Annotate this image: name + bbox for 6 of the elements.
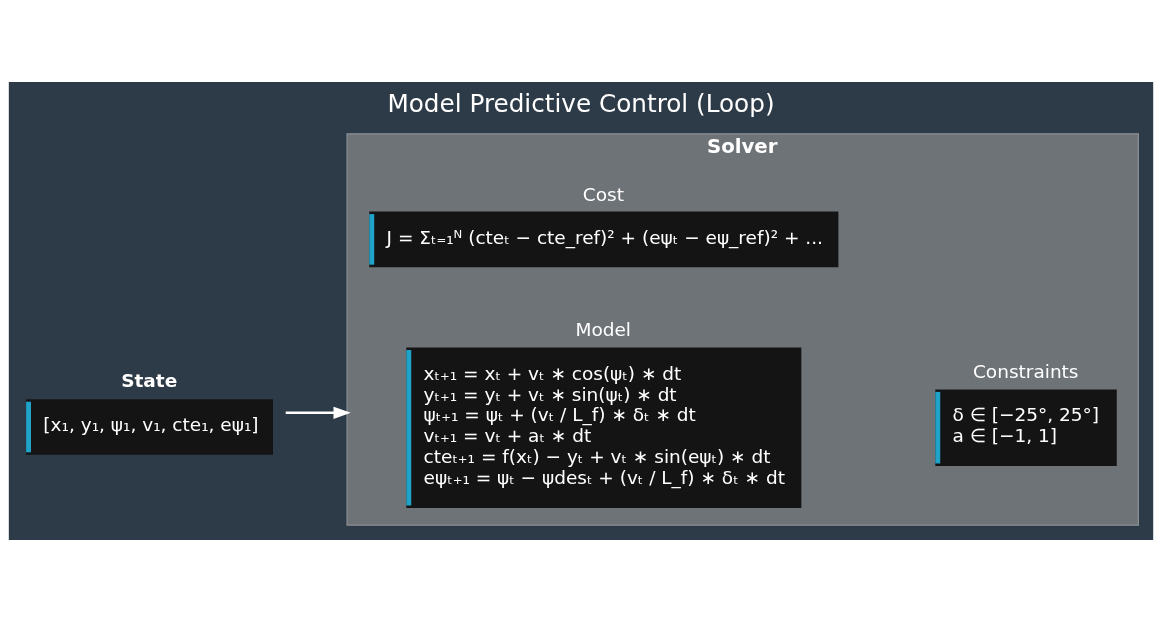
node-label: Model	[575, 319, 631, 341]
node-label: State	[121, 369, 178, 391]
diagram-title: Model Predictive Control (Loop)	[387, 88, 775, 118]
node-label: Cost	[582, 183, 624, 205]
node-label: Constraints	[972, 361, 1079, 383]
arrow	[285, 406, 351, 419]
